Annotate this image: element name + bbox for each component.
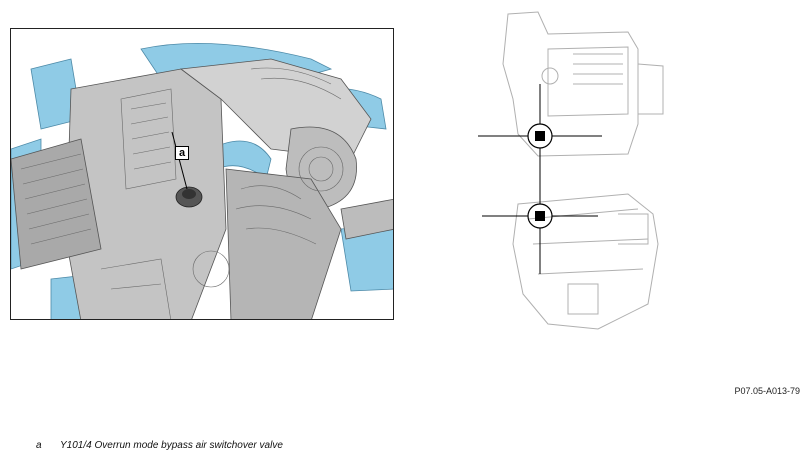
legend-text: Y101/4 Overrun mode bypass air switchove… bbox=[60, 440, 283, 451]
locator-diagram bbox=[478, 11, 664, 330]
locator-marker-top bbox=[478, 84, 602, 149]
legend-key: a bbox=[36, 440, 42, 451]
document-reference: P07.05-A013-79 bbox=[734, 386, 800, 396]
engine-drawing bbox=[11, 42, 393, 319]
engine-top-view bbox=[502, 11, 664, 157]
engine-illustration: a bbox=[10, 28, 394, 320]
callout-leader bbox=[171, 131, 188, 190]
callout-label-a: a bbox=[175, 146, 189, 160]
engine-side-view bbox=[512, 193, 659, 330]
engine-body bbox=[11, 58, 393, 319]
engine-details bbox=[20, 67, 344, 319]
switchover-valve bbox=[175, 186, 203, 208]
legend: a Y101/4 Overrun mode bypass air switchov… bbox=[36, 440, 283, 451]
locator-marker-side bbox=[482, 203, 598, 274]
